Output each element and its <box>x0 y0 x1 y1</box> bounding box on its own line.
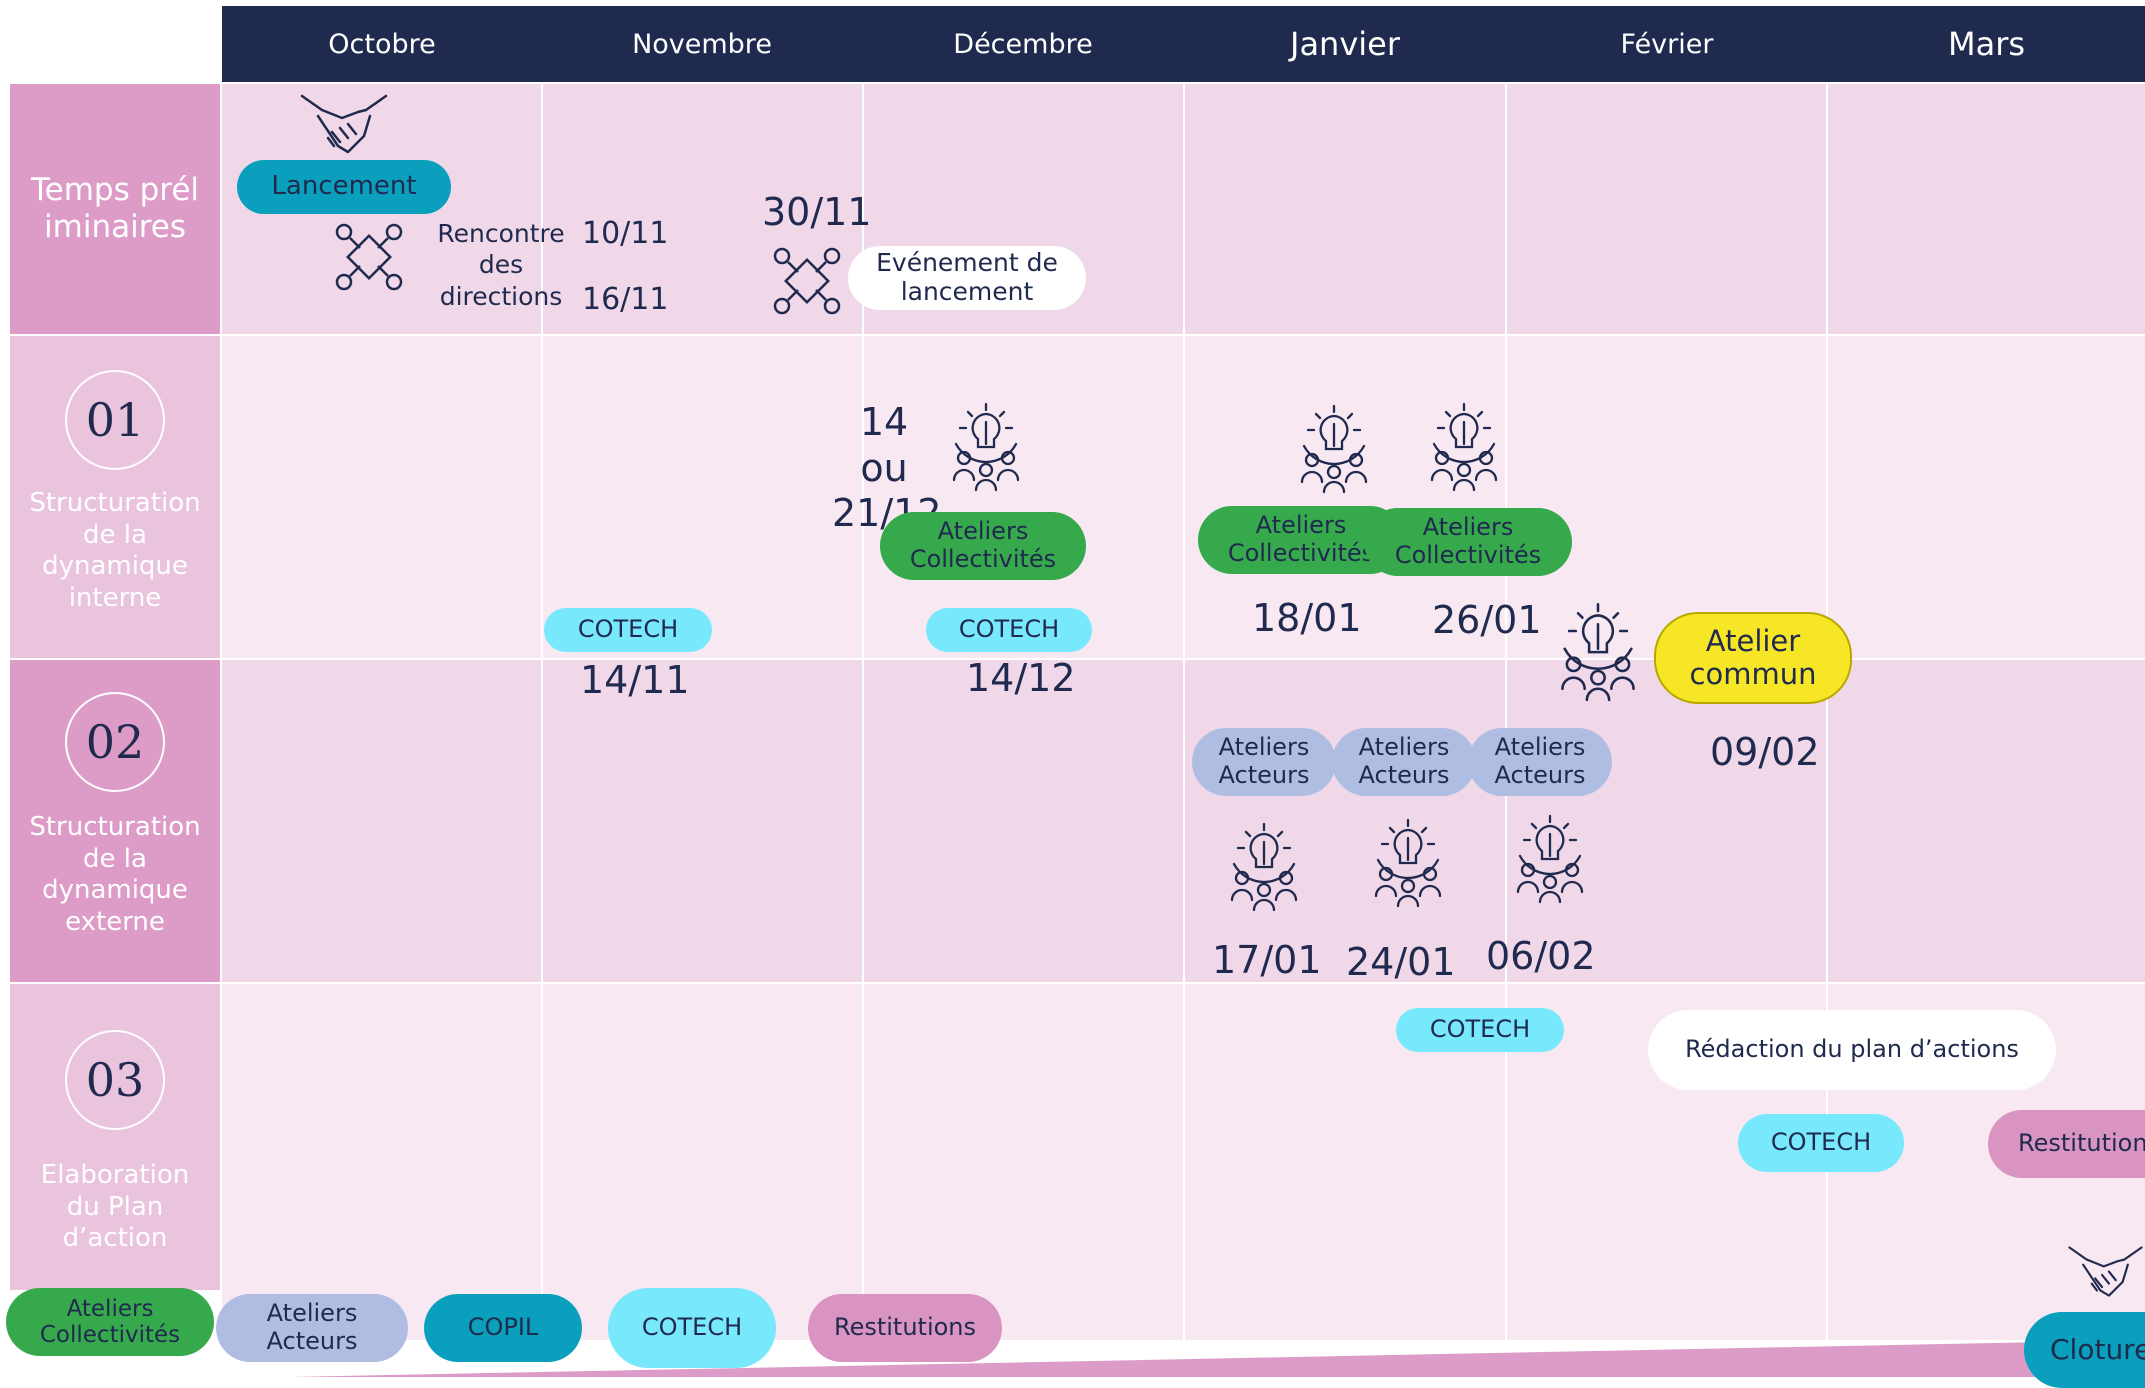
phase-number-02: 02 <box>65 692 165 792</box>
lancement-pill: Lancement <box>237 160 451 214</box>
bottom-strip <box>290 1340 2145 1377</box>
date-18-01: 18/01 <box>1252 596 1362 640</box>
workshop-icon <box>1428 400 1500 492</box>
grid-line <box>541 84 543 1340</box>
row-label-phase3: Elaboration du Plan d’action <box>40 1160 190 1254</box>
date-10-11: 10/11 <box>582 216 669 251</box>
meeting-icon <box>332 220 406 294</box>
date-16-11: 16/11 <box>582 282 669 317</box>
month-janvier: Janvier <box>1290 25 1400 63</box>
rencontre-directions-label: Rencontre des directions <box>437 219 565 311</box>
evenement-lancement-pill: Evénement de lancement <box>848 246 1086 310</box>
row-label-phase1: Structuration de la dynamique interne <box>29 488 201 614</box>
date-17-01: 17/01 <box>1212 938 1322 982</box>
cotech-nov-pill: COTECH <box>544 608 712 652</box>
side-phase3: 03 Elaboration du Plan d’action <box>10 984 220 1290</box>
row-label-prelim: Temps préliminaires <box>30 171 200 245</box>
workshop-icon <box>950 400 1022 492</box>
handshake-icon <box>2066 1242 2145 1308</box>
side-phase2: 02 Structuration de la dynamique externe <box>10 660 220 982</box>
month-novembre: Novembre <box>632 28 772 60</box>
side-prelim: Temps préliminaires <box>10 84 220 334</box>
date-26-01: 26/01 <box>1432 598 1542 642</box>
phase-number-01: 01 <box>65 370 165 470</box>
restitutions-pill: Restitutions <box>1988 1110 2145 1178</box>
grid-line <box>1826 84 1828 1340</box>
ateliers-acteurs-2-pill: Ateliers Acteurs <box>1332 728 1476 796</box>
month-octobre: Octobre <box>328 28 436 60</box>
month-mars: Mars <box>1947 25 2026 63</box>
workshop-icon <box>1298 402 1370 494</box>
cotech-dec-pill: COTECH <box>926 608 1092 652</box>
date-24-01: 24/01 <box>1346 940 1456 984</box>
cloture-pill: Cloture <box>2024 1312 2145 1388</box>
legend-ateliers-acteurs: Ateliers Acteurs <box>216 1294 408 1362</box>
ateliers-acteurs-1-pill: Ateliers Acteurs <box>1192 728 1336 796</box>
date-30-11: 30/11 <box>762 190 872 234</box>
row-label-phase2: Structuration de la dynamique externe <box>29 812 201 938</box>
grid-line <box>1505 84 1507 1340</box>
date-14-12: 14/12 <box>966 656 1076 700</box>
legend-copil: COPIL <box>424 1294 582 1362</box>
date-14-11: 14/11 <box>580 658 690 702</box>
workshop-icon <box>1558 596 1638 706</box>
workshop-icon <box>1514 812 1586 904</box>
legend-cotech: COTECH <box>608 1288 776 1368</box>
redaction-plan-pill: Rédaction du plan d’actions <box>1648 1010 2056 1090</box>
row-divider <box>10 658 2145 660</box>
row-divider <box>10 982 2145 984</box>
date-09-02: 09/02 <box>1710 730 1820 774</box>
cotech-feb-pill: COTECH <box>1738 1114 1904 1172</box>
handshake-icon <box>298 92 390 164</box>
grid-line <box>862 84 864 1340</box>
timeline-header <box>222 6 2145 82</box>
workshop-icon <box>1372 816 1444 908</box>
meeting-icon <box>770 244 844 318</box>
ateliers-acteurs-3-pill: Ateliers Acteurs <box>1468 728 1612 796</box>
legend-ateliers-collectivites: Ateliers Collectivités <box>6 1288 214 1356</box>
phase-number-03: 03 <box>65 1030 165 1130</box>
ateliers-collectivites-dec-pill: Ateliers Collectivités <box>880 512 1086 580</box>
month-fevrier: Février <box>1620 28 1714 60</box>
date-06-02: 06/02 <box>1486 934 1596 978</box>
atelier-commun-pill: Atelier commun <box>1654 612 1852 704</box>
legend-restitutions: Restitutions <box>808 1294 1002 1362</box>
month-decembre: Décembre <box>953 28 1093 60</box>
grid-line <box>1183 84 1185 1340</box>
workshop-icon <box>1228 820 1300 912</box>
ateliers-collectivites-jan2-pill: Ateliers Collectivités <box>1364 508 1572 576</box>
cotech-jan-pill: COTECH <box>1396 1008 1564 1052</box>
side-phase1: 01 Structuration de la dynamique interne <box>10 336 220 658</box>
row-divider <box>10 334 2145 336</box>
